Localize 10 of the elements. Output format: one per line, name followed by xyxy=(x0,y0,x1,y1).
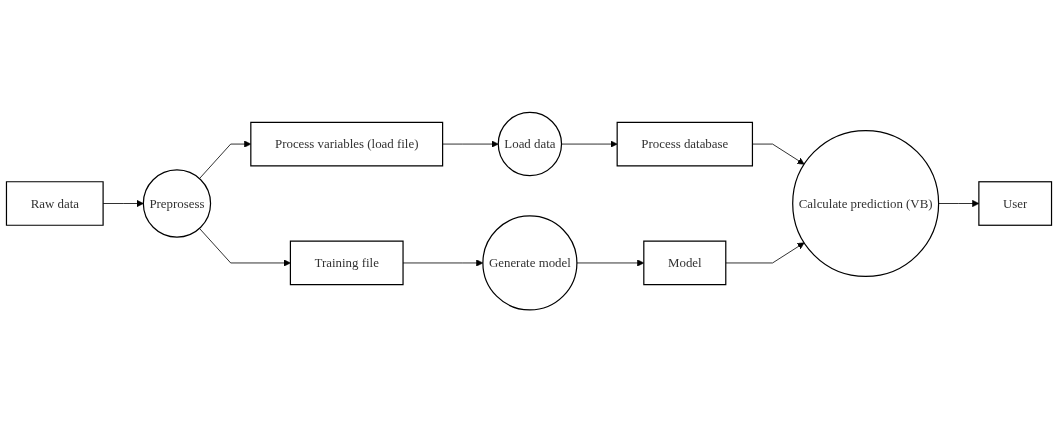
node-circle: Load data xyxy=(497,112,563,177)
node-box: Process database xyxy=(616,122,754,167)
node-box: Training file xyxy=(289,240,404,286)
node-circle: Calculate prediction (VB) xyxy=(792,130,940,278)
node-box: Raw data xyxy=(5,181,104,227)
node-box: Process variables (load file) xyxy=(250,122,444,167)
node-circle: Generate model xyxy=(482,215,578,311)
node-circle: Preprosess xyxy=(142,169,212,238)
node-box: User xyxy=(978,181,1053,227)
node-box: Model xyxy=(643,240,727,286)
